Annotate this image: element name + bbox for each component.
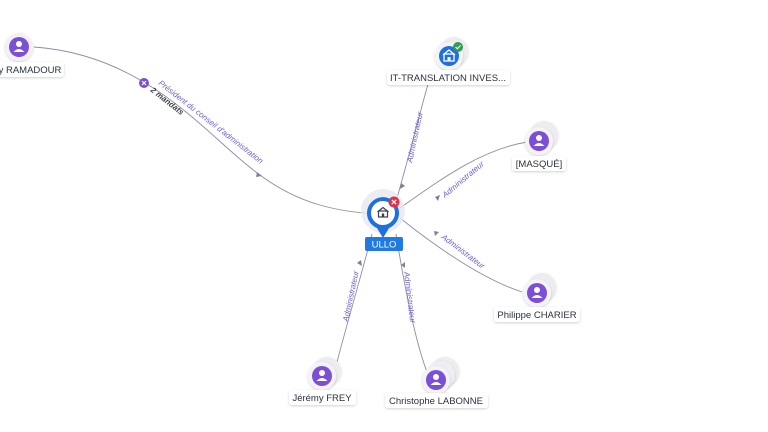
edge-arrow: [435, 195, 440, 201]
building-icon: [442, 49, 456, 62]
person-icon: [533, 135, 545, 146]
node-label-it-translation: IT-TRANSLATION INVES...: [390, 73, 506, 84]
node-labonne[interactable]: Christophe LABONNE: [385, 357, 488, 408]
edge-arrow: [357, 260, 362, 266]
node-label-ramadour: y RAMADOUR: [0, 65, 62, 76]
edge-label-frey: Administrateur: [341, 270, 361, 324]
edge-arrow: [401, 262, 405, 268]
node-frey[interactable]: Jérémy FREY: [289, 357, 356, 405]
edge-labonne[interactable]: [395, 233, 428, 373]
edge-arrow: [400, 183, 405, 189]
person-icon: [316, 370, 328, 381]
edge-masque[interactable]: [399, 141, 528, 209]
center-node[interactable]: ULLO: [361, 189, 405, 251]
person-icon: [430, 374, 442, 385]
node-ramadour[interactable]: y RAMADOUR: [0, 33, 64, 77]
node-charier[interactable]: Philippe CHARIER: [494, 273, 580, 322]
edge-charier[interactable]: [399, 217, 523, 293]
node-label-masque: [MASQUÉ]: [516, 159, 562, 170]
person-icon: [531, 287, 543, 298]
person-icon: [13, 41, 25, 52]
edge-label-labonne: Administrateur: [402, 270, 417, 324]
edge-arrow: [256, 172, 262, 177]
edge-label-charier: Administrateur: [439, 232, 487, 271]
edge-ramadour[interactable]: [33, 46, 379, 215]
node-label-charier: Philippe CHARIER: [497, 310, 576, 321]
node-it-translation[interactable]: IT-TRANSLATION INVES...: [387, 37, 510, 85]
building-icon: [377, 206, 389, 218]
edge-labels: Président du conseil d'administration 2 …: [139, 78, 487, 324]
edges: [33, 46, 528, 373]
node-label-frey: Jérémy FREY: [292, 393, 352, 404]
mandate-badge-x: [141, 80, 147, 86]
edge-label-masque: Administrateur: [440, 159, 486, 200]
node-masque[interactable]: [MASQUÉ]: [512, 121, 566, 171]
edge-it-translation[interactable]: [394, 83, 429, 206]
edge-label-it-translation: Administrateur: [405, 111, 425, 165]
closed-badge-icon: [388, 196, 400, 208]
center-label: ULLO: [372, 240, 397, 251]
edge-label-ramadour: Président du conseil d'administration: [157, 78, 265, 165]
check-badge-icon: [453, 42, 463, 52]
edge-arrow: [434, 231, 439, 236]
node-label-labonne: Christophe LABONNE: [389, 396, 483, 407]
